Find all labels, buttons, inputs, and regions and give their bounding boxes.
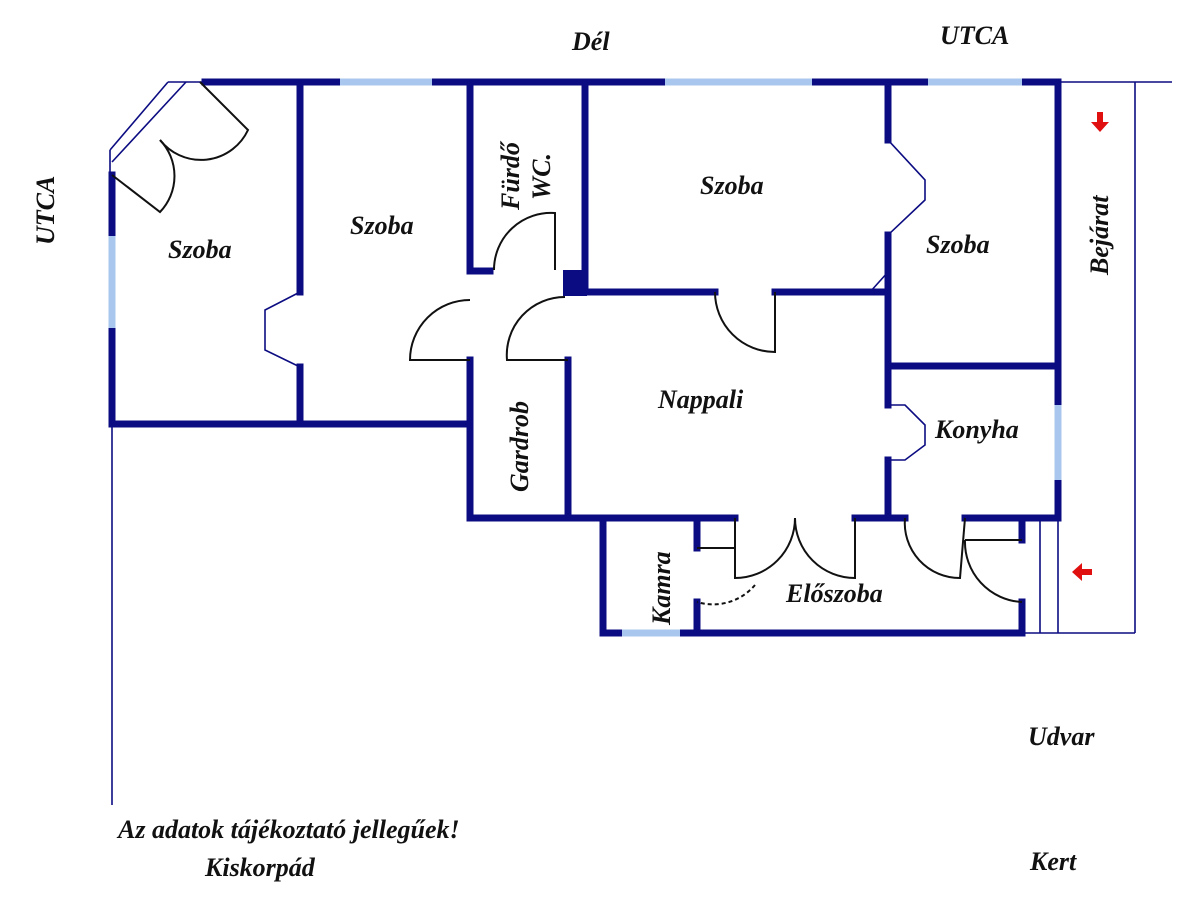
arrow-down-icon <box>1091 112 1109 132</box>
label-entrance: Bejárat <box>1085 195 1114 276</box>
room-furdo: Fürdő <box>496 140 525 211</box>
label-garden: Kert <box>1029 847 1077 876</box>
room-wc: WC. <box>527 153 556 200</box>
arrow-left-icon <box>1072 563 1092 581</box>
room-szoba-4: Szoba <box>926 230 990 259</box>
room-eloszoba: Előszoba <box>785 579 883 608</box>
label-street-left: UTCA <box>31 176 60 245</box>
label-courtyard: Udvar <box>1028 722 1095 751</box>
doors <box>111 81 1023 606</box>
room-nappali: Nappali <box>657 385 744 414</box>
entrance-arrows <box>1072 112 1109 581</box>
walls <box>108 78 1062 637</box>
room-kamra: Kamra <box>647 551 676 626</box>
room-gardrob: Gardrob <box>505 401 534 492</box>
room-szoba-1: Szoba <box>168 235 232 264</box>
disclaimer: Az adatok tájékoztató jellegűek! <box>116 815 460 844</box>
room-szoba-2: Szoba <box>350 211 414 240</box>
windows <box>108 78 1062 637</box>
room-szoba-3: Szoba <box>700 171 764 200</box>
location: Kiskorpád <box>204 853 316 882</box>
room-konyha: Konyha <box>934 415 1019 444</box>
label-street-top: UTCA <box>940 21 1009 50</box>
label-south: Dél <box>571 27 610 56</box>
